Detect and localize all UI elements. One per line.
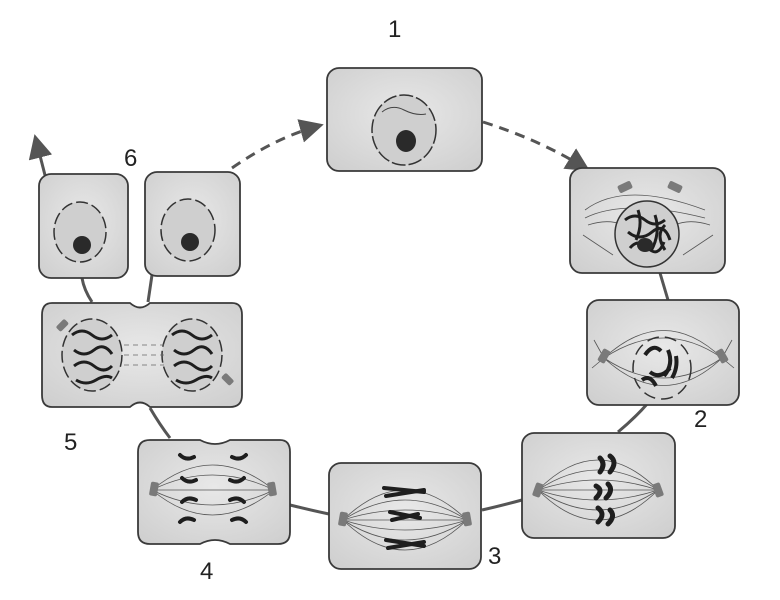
cell-anaphase (137, 439, 291, 545)
connector-prometaphase-metaphase (617, 402, 650, 434)
chromatin (624, 209, 672, 254)
centrosome (56, 319, 69, 332)
centrosome (597, 348, 611, 364)
centrosome (221, 373, 234, 386)
chromosomes (178, 453, 248, 524)
cell-daughter-left (38, 173, 129, 279)
cell-prometaphase (586, 299, 740, 406)
centrosome (149, 481, 159, 497)
connector-metaphase-metaphase2 (481, 498, 523, 512)
connector-prophase-prometaphase (658, 272, 670, 301)
cell-metaphase (521, 432, 676, 539)
centrosome (532, 482, 544, 498)
cell-daughter-right (144, 171, 241, 277)
nucleus (53, 201, 107, 263)
arrow-1-to-prophase (482, 120, 591, 172)
cell-metaphase-plate (328, 462, 482, 570)
chromosomes (640, 345, 679, 387)
arrow-daughter-to-1 (231, 119, 324, 170)
centrosome (462, 511, 472, 527)
nucleus (61, 318, 123, 392)
connector-anaphase-telophase (148, 407, 172, 439)
centrosome (652, 482, 664, 498)
nucleolus (396, 130, 416, 152)
stage-label-6: 6 (124, 145, 138, 172)
centrosome (617, 181, 633, 193)
nucleolus (181, 233, 199, 251)
connector-metaphase2-anaphase (289, 503, 330, 516)
centrosome (715, 348, 729, 364)
centrosome (667, 181, 683, 193)
cell-interphase (326, 67, 483, 172)
nucleus (371, 94, 437, 166)
cell-prophase (569, 167, 726, 274)
cycle-arrows (28, 119, 670, 516)
stage-label-1: 1 (388, 16, 402, 43)
cell-telophase (41, 302, 243, 408)
connector-telophase-daughters (146, 274, 154, 303)
chromatin (71, 329, 214, 385)
connector-telophase-left (80, 277, 94, 303)
centrosome (338, 511, 348, 527)
nucleolus (73, 236, 91, 254)
nucleus (161, 318, 223, 392)
centrosome (267, 481, 277, 497)
stage-label-3: 3 (488, 543, 502, 570)
stage-label-2: 2 (694, 406, 708, 433)
chromosomes (593, 453, 617, 527)
stage-label-5: 5 (64, 429, 78, 456)
nuclear-envelope-fragments (632, 336, 692, 400)
chromosomes (382, 486, 426, 550)
stage-label-4: 4 (200, 558, 214, 585)
nucleus (160, 198, 216, 262)
